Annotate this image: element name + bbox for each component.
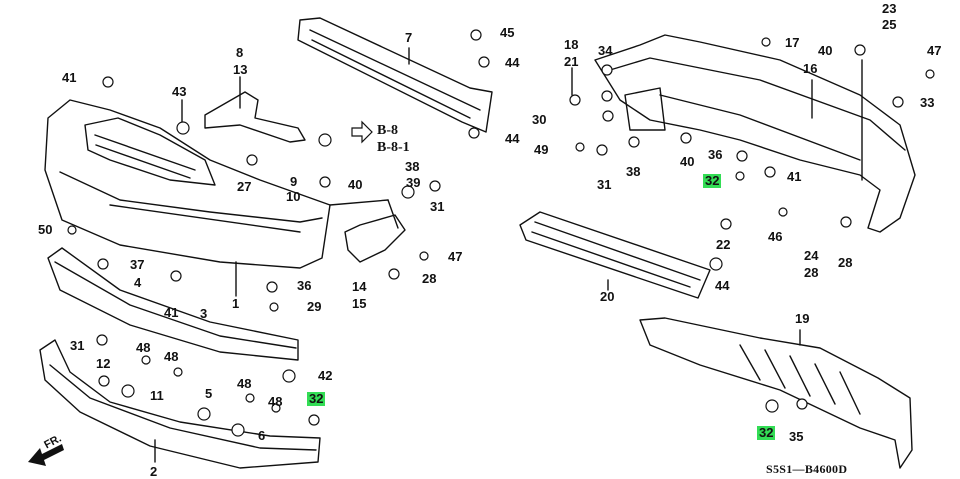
part-label: 50 [38, 222, 53, 237]
diagram-code: S5S1—B4600D [766, 462, 848, 476]
part-label: 33 [920, 95, 935, 110]
part-label: 44 [715, 278, 730, 293]
part-label: 39 [406, 175, 421, 190]
part-label: 47 [448, 249, 463, 264]
part-label: 38 [626, 164, 641, 179]
part-label: 31 [70, 338, 85, 353]
part-label: 10 [286, 189, 301, 204]
part-label: 1 [232, 296, 240, 311]
highlighted-part-label: 32 [703, 173, 722, 188]
part-label: 48 [136, 340, 151, 355]
part-label: 2 [150, 464, 158, 479]
part-label: 48 [237, 376, 252, 391]
part-label: 16 [803, 61, 818, 76]
part-label: 31 [430, 199, 445, 214]
part-label: 41 [164, 305, 179, 320]
reference-b8-1: B-8-1 [377, 140, 410, 155]
part-label: 4 [134, 275, 142, 290]
part-label: 41 [62, 70, 77, 85]
rear-diffuser [639, 317, 913, 469]
front-lip-spoiler [39, 339, 321, 469]
highlighted-part-label: 32 [307, 391, 326, 406]
part-label: 24 [804, 248, 819, 263]
part-label: 15 [352, 296, 367, 311]
part-label: 36 [708, 147, 723, 162]
part-label: 43 [172, 84, 187, 99]
part-label: 7 [405, 30, 413, 45]
part-label: 27 [237, 179, 252, 194]
reference-b8: B-8 [377, 123, 398, 138]
part-label: 28 [422, 271, 437, 286]
part-label: 5 [205, 386, 213, 401]
part-label: 12 [96, 356, 111, 371]
rear-bumper-face [594, 34, 916, 233]
part-label: 14 [352, 279, 367, 294]
part-label: 38 [405, 159, 420, 174]
part-label: 18 [564, 37, 579, 52]
part-label: 3 [200, 306, 208, 321]
part-label: 48 [164, 349, 179, 364]
part-label: 13 [233, 62, 248, 77]
part-label: 17 [785, 35, 800, 50]
rear-reinforcement-beam [519, 211, 711, 299]
part-label: 9 [290, 174, 298, 189]
part-label: 46 [768, 229, 783, 244]
part-label: 37 [130, 257, 145, 272]
part-label: 41 [787, 169, 802, 184]
part-label: 29 [307, 299, 322, 314]
part-label: 36 [297, 278, 312, 293]
part-label: 19 [795, 311, 810, 326]
part-label: 47 [927, 43, 942, 58]
front-lower-skirt [47, 247, 299, 361]
part-label: 44 [505, 55, 520, 70]
part-label: 8 [236, 45, 244, 60]
part-label: 11 [150, 388, 164, 403]
part-label: 40 [348, 177, 363, 192]
part-label: 35 [789, 429, 804, 444]
part-label: 6 [258, 428, 266, 443]
part-label: 21 [564, 54, 579, 69]
part-label: 28 [838, 255, 853, 270]
part-label: 49 [534, 142, 549, 157]
part-label: 48 [268, 394, 283, 409]
part-label: 30 [532, 112, 547, 127]
part-label: 45 [500, 25, 515, 40]
part-label: 31 [597, 177, 612, 192]
part-label: 20 [600, 289, 615, 304]
part-label: 40 [680, 154, 695, 169]
part-label: 44 [505, 131, 520, 146]
part-label: 40 [818, 43, 833, 58]
part-label: 22 [716, 237, 731, 252]
part-label: 25 [882, 17, 897, 32]
highlighted-part-label: 32 [757, 425, 776, 440]
part-label: 42 [318, 368, 333, 383]
part-label: 28 [804, 265, 819, 280]
part-label: 23 [882, 1, 897, 16]
part-label: 34 [598, 43, 613, 58]
